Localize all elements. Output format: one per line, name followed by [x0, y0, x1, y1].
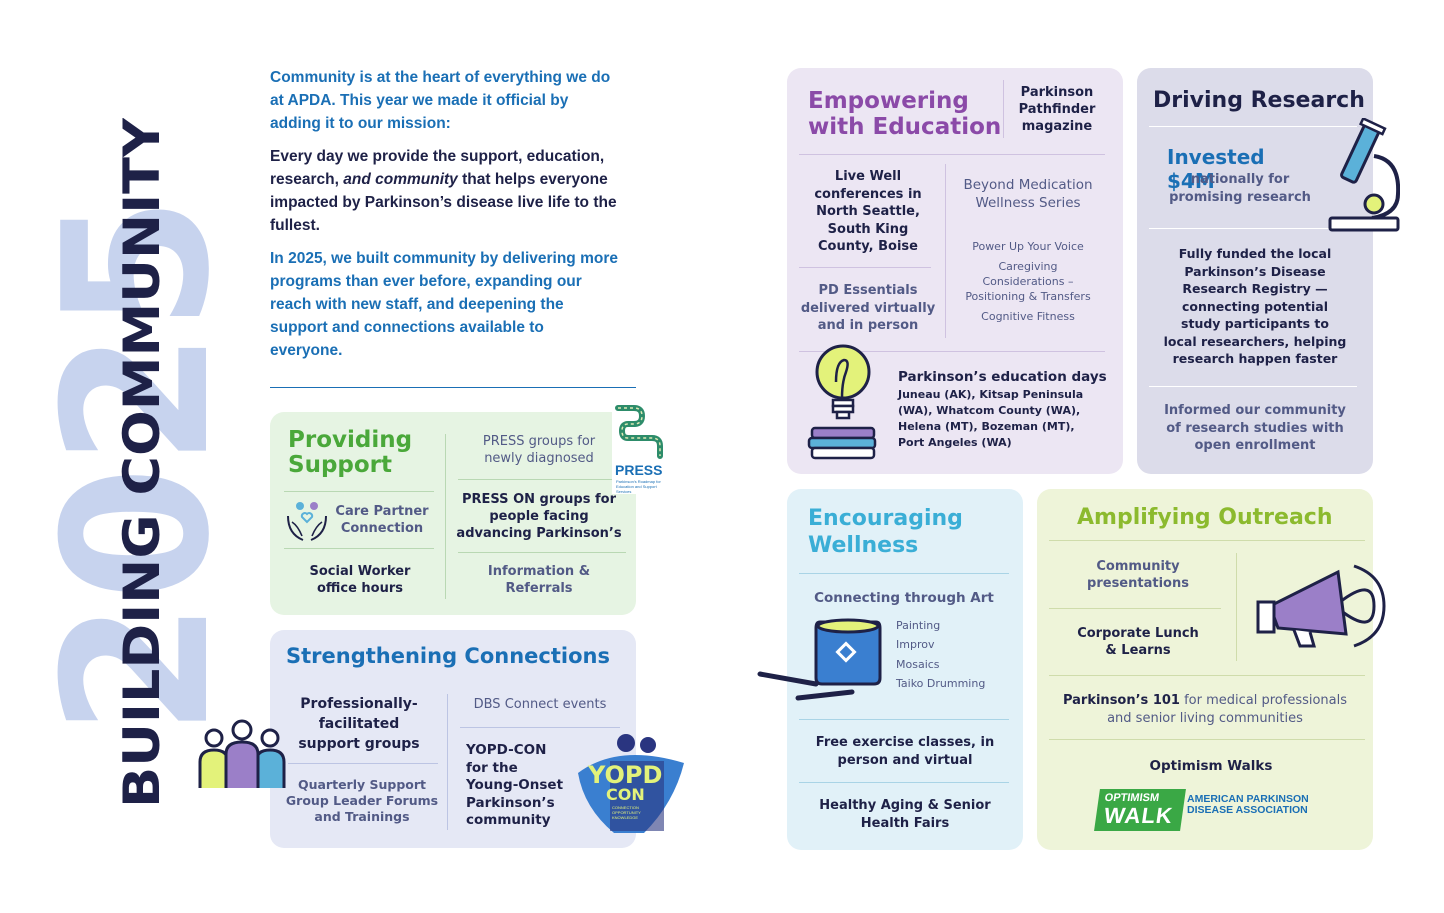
intro-section: Community is at the heart of everything …: [270, 66, 620, 372]
column-divider: [945, 164, 946, 338]
divider: [1049, 675, 1365, 676]
divider: [284, 491, 434, 492]
divider: [1049, 540, 1365, 541]
education-days-list: Juneau (AK), Kitsap Peninsula (WA), What…: [898, 388, 1084, 449]
column-divider: [1003, 80, 1004, 138]
column-divider: [445, 434, 446, 599]
intro-mission: Every day we provide the support, educat…: [270, 145, 620, 237]
divider: [288, 763, 438, 764]
year-watermark: 2025: [48, 196, 228, 736]
yopd-con-community: YOPD-CON for the Young-Onset Parkinson’s…: [466, 742, 564, 828]
divider: [799, 154, 1105, 155]
education-days-title: Parkinson’s education days: [898, 369, 1107, 385]
series-item-caregiving: Caregiving Considerations – Positioning …: [965, 260, 1091, 303]
invested-amount: Invested $4M: [1167, 145, 1265, 193]
community-presentations: Community presentations: [1087, 559, 1189, 591]
research-studies-info: Informed our community of research studi…: [1164, 403, 1346, 453]
intro-divider: [270, 387, 636, 388]
yopd-logo-text: YOPD: [588, 761, 663, 789]
art-title: Connecting through Art: [814, 590, 994, 606]
column-divider: [447, 694, 448, 830]
card-title: Encouraging Wellness: [808, 506, 963, 558]
free-exercise-classes: Free exercise classes, in person and vir…: [815, 735, 995, 768]
yopd-logo-subtext: CONNECTION OPPORTUNITY KNOWLEDGE: [612, 805, 641, 820]
year-text: 2025: [48, 196, 228, 736]
professional-support-groups: Professionally-facilitated support group…: [298, 696, 420, 752]
mission-part-2: that helps everyone impacted by Parkinso…: [270, 171, 617, 234]
divider: [1149, 126, 1357, 127]
series-item-cognitive: Cognitive Fitness: [981, 310, 1075, 323]
research-registry: Fully funded the local Parkinson’s Disea…: [1163, 246, 1347, 366]
divider: [799, 573, 1009, 574]
card-title: Empowering with Education: [808, 88, 1002, 140]
taiko-drum-icon: [756, 618, 886, 713]
mission-emphasis: and community: [343, 171, 458, 188]
card-title: Amplifying Outreach: [1077, 505, 1333, 530]
mission-part-1: Every day we provide the support, educat…: [270, 148, 605, 188]
card-driving-research: Driving Research Invested $4M nationally…: [1137, 68, 1373, 474]
invested-description: nationally for promising research: [1169, 172, 1311, 205]
divider: [284, 548, 434, 549]
art-item-improv: Improv: [896, 638, 935, 651]
parkinsons-101-label: Parkinson’s 101: [1062, 693, 1180, 708]
page-title: BUILDING COMMUNITY: [113, 118, 171, 808]
parkinsons-101: Parkinson’s 101 for medical professional…: [1059, 692, 1351, 727]
card-title: Driving Research: [1153, 88, 1365, 113]
divider: [799, 267, 931, 268]
card-providing-support: Providing Support Care Partner Connectio…: [270, 412, 636, 615]
information-referrals: Information & Referrals: [487, 564, 591, 596]
yopd-con-logo: YOPD CON CONNECTION OPPORTUNITY KNOWLEDG…: [568, 733, 694, 833]
card-amplifying-outreach: Amplifying Outreach Community presentati…: [1037, 489, 1373, 850]
pd-essentials: PD Essentials delivered virtually and in…: [800, 283, 936, 333]
megaphone-icon: [1254, 556, 1388, 661]
divider: [799, 782, 1009, 783]
card-title: Providing Support: [288, 427, 413, 478]
press-logo: PRESS Parkinson’s Roadmap for Education …: [612, 402, 676, 494]
divider: [1049, 608, 1221, 609]
beyond-medication-series: Beyond Medication Wellness Series: [963, 177, 1093, 211]
press-logo-text: PRESS: [615, 462, 663, 478]
series-item-voice: Power Up Your Voice: [972, 240, 1084, 253]
con-logo-text: CON: [606, 785, 645, 804]
art-item-mosaics: Mosaics: [896, 658, 940, 671]
apda-logo: AMERICAN PARKINSON DISEASE ASSOCIATION: [1187, 793, 1309, 816]
art-item-taiko: Taiko Drumming: [896, 677, 986, 690]
pathfinder-magazine: Parkinson Pathfinder magazine: [1018, 85, 1096, 134]
dbs-connect-events: DBS Connect events: [473, 697, 607, 712]
intro-mission-lead: Community is at the heart of everything …: [270, 69, 611, 132]
optimism-walks: Optimism Walks: [1149, 758, 1273, 774]
care-partner-connection: Care Partner Connection: [335, 504, 429, 536]
people-group-icon: [194, 718, 290, 795]
card-title: Strengthening Connections: [286, 644, 610, 668]
press-on-groups: PRESS ON groups for people facing advanc…: [456, 492, 622, 541]
walk-logo-text: WALK: [1102, 803, 1175, 828]
column-divider: [1236, 553, 1237, 661]
parkinsons-101-desc: for medical professionals and senior liv…: [1107, 693, 1348, 726]
press-groups: PRESS groups for newly diagnosed: [482, 434, 596, 466]
divider: [458, 479, 626, 480]
art-item-painting: Painting: [896, 619, 941, 632]
press-logo-subtext: Parkinson’s Roadmap for Education and Su…: [616, 479, 661, 494]
divider: [1149, 228, 1357, 229]
divider: [1049, 739, 1365, 740]
divider: [799, 719, 1009, 720]
intro-summary: In 2025, we built community by deliverin…: [270, 250, 618, 359]
live-well-conferences: Live Well conferences in North Seattle, …: [814, 169, 922, 254]
social-worker-hours: Social Worker office hours: [309, 564, 411, 596]
divider: [460, 727, 620, 728]
vertical-title-text: BUILDING COMMUNITY: [113, 118, 171, 808]
lightbulb-books-icon: [806, 342, 880, 467]
optimism-walk-logo: OPTIMISM WALK: [1094, 789, 1186, 831]
divider: [458, 552, 626, 553]
health-fairs: Healthy Aging & Senior Health Fairs: [819, 798, 991, 831]
divider: [1149, 386, 1357, 387]
quarterly-leader-forums: Quarterly Support Group Leader Forums an…: [285, 777, 439, 824]
care-hands-icon: [284, 498, 330, 549]
corporate-lunch-learns: Corporate Lunch & Learns: [1077, 626, 1199, 658]
microscope-icon: [1328, 116, 1401, 239]
divider: [799, 351, 1105, 352]
card-strengthening-connections: Strengthening Connections Professionally…: [270, 630, 636, 848]
